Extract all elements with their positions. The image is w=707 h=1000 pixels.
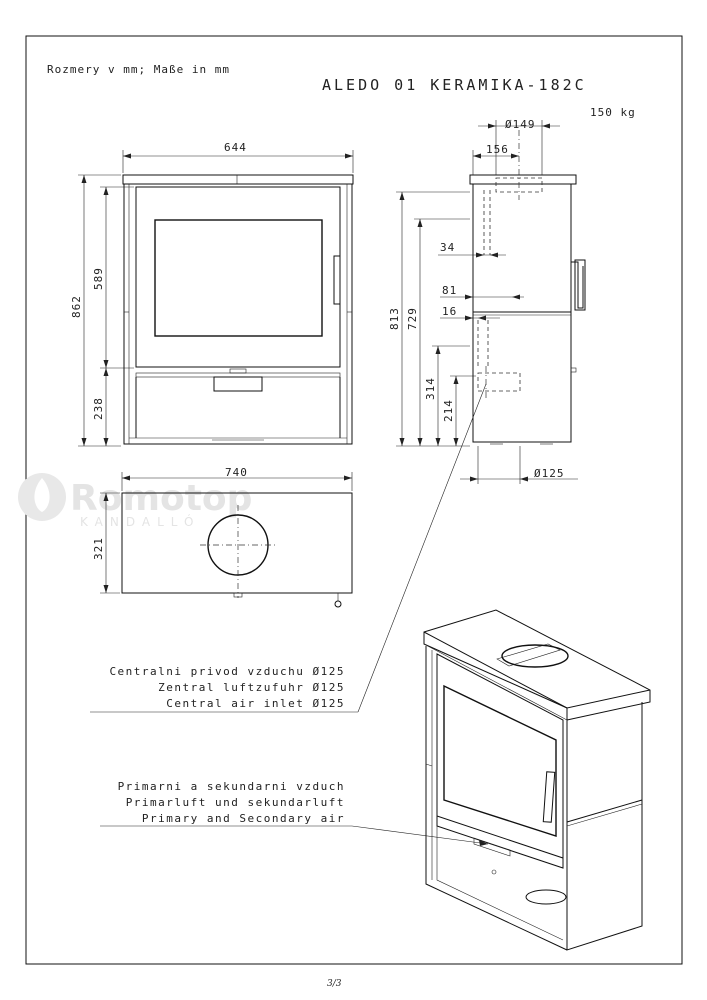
watermark-sub: KANDALLÓ xyxy=(80,514,200,529)
dim-front-width: 644 xyxy=(224,141,247,154)
dim-flue-diameter: Ø149 xyxy=(505,118,536,131)
dim-offset-c: 16 xyxy=(442,305,457,318)
dim-height-inlet-axis: 214 xyxy=(442,399,455,422)
callout-primary-air-line-1: Primarni a sekundarni vzduch xyxy=(118,780,345,793)
callout-primary-air-line-3: Primary and Secondary air xyxy=(142,812,345,825)
dim-height-joint: 729 xyxy=(406,307,419,330)
dim-front-height-base: 238 xyxy=(92,397,105,420)
dim-front-height-total: 862 xyxy=(70,295,83,318)
dim-height-flue-axis: 813 xyxy=(388,307,401,330)
dim-front-height-door: 589 xyxy=(92,267,105,290)
dim-height-inlet-top: 314 xyxy=(424,377,437,400)
callout-air-inlet-line-1: Centralni privod vzduchu Ø125 xyxy=(109,665,345,678)
dim-top-depth: 321 xyxy=(92,537,105,560)
top-view: 740 321 xyxy=(92,466,353,608)
dim-flue-offset: 156 xyxy=(486,143,509,156)
dim-inlet-diameter: Ø125 xyxy=(534,467,565,480)
model-title: ALEDO 01 KERAMIKA-182C xyxy=(322,76,587,94)
side-view: Ø149 156 813 729 314 214 34 81 xyxy=(388,118,586,484)
isometric-view xyxy=(423,609,651,951)
callout-air-inlet-line-3: Central air inlet Ø125 xyxy=(166,697,345,710)
dim-offset-a: 34 xyxy=(440,241,455,254)
weight-label: 150 kg xyxy=(590,106,636,119)
watermark-logo: Romotop KANDALLÓ xyxy=(18,473,252,529)
callout-primary-air-line-2: Primarluft und sekundarluft xyxy=(126,796,345,809)
callout-primary-air: Primarni a sekundarni vzduch Primarluft … xyxy=(100,780,489,846)
front-view: 644 862 589 238 xyxy=(70,141,354,447)
units-note: Rozmery v mm; Maße in mm xyxy=(47,63,230,76)
page-number: 3/3 xyxy=(327,979,342,989)
dim-offset-b: 81 xyxy=(442,284,457,297)
callout-air-inlet-line-2: Zentral luftzufuhr Ø125 xyxy=(158,681,345,694)
callout-air-inlet: Centralni privod vzduchu Ø125 Zentral lu… xyxy=(90,383,487,713)
dim-top-width: 740 xyxy=(225,466,248,479)
watermark-brand: Romotop xyxy=(70,478,252,519)
